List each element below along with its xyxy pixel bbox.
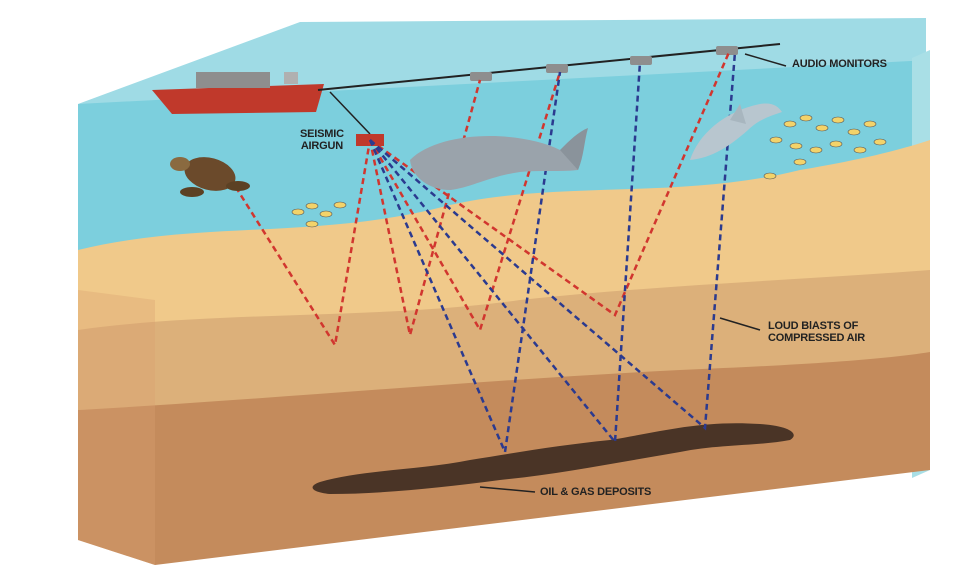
- deposits-label: OIL & GAS DEPOSITS: [540, 486, 651, 498]
- audio-monitors-label: AUDIO MONITORS: [792, 58, 887, 70]
- seismic-label-line1: SEISMIC: [300, 128, 344, 140]
- blasts-label-line1: LOUD BlASTS OF: [768, 320, 859, 332]
- audio-monitor-1: [470, 72, 492, 81]
- dolphin: [690, 103, 782, 160]
- seismic-airgun-label: SEISMIC AIRGUN: [300, 128, 344, 152]
- fish-school-left: [291, 201, 347, 228]
- fish-school-right: [763, 114, 887, 180]
- seismic-label-line2: AIRGUN: [300, 140, 344, 152]
- whale: [410, 128, 588, 190]
- audio-monitors-label-text: AUDIO MONITORS: [792, 58, 887, 70]
- leader-audio-monitors: [744, 53, 787, 67]
- deposits-label-text: OIL & GAS DEPOSITS: [540, 486, 652, 498]
- audio-monitor-4: [716, 46, 738, 55]
- oil-gas-deposit: [312, 423, 794, 494]
- blasts-label: LOUD BlASTS OF COMPRESSED AIR: [768, 320, 865, 344]
- blue-sound-rays: [368, 51, 737, 457]
- leader-blasts: [719, 317, 761, 331]
- leader-deposits: [479, 486, 536, 493]
- block-front-edge: [78, 290, 155, 565]
- blasts-label-line2: COMPRESSED AIR: [768, 332, 866, 344]
- survey-ship: [152, 72, 324, 114]
- audio-monitor-3: [630, 56, 652, 65]
- sea-turtle: [170, 157, 250, 197]
- audio-monitor-2: [546, 64, 568, 73]
- airgun-tow-line: [329, 91, 371, 135]
